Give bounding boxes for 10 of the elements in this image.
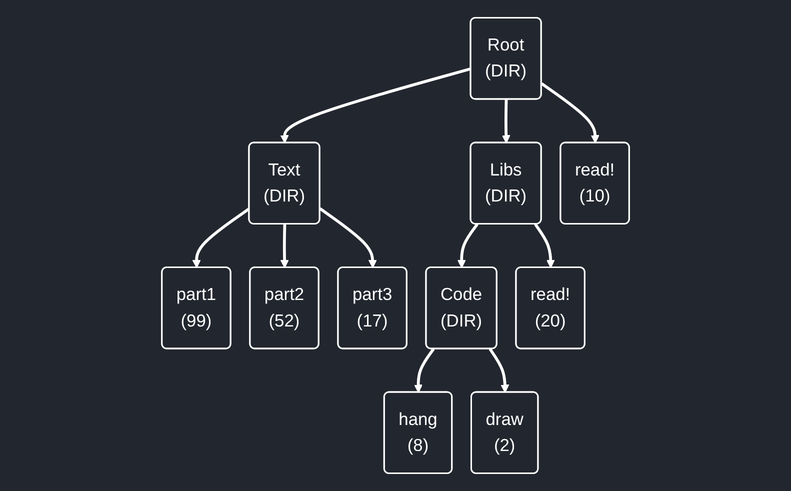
arrow (192, 207, 250, 268)
arrow (457, 223, 478, 268)
arrow (502, 99, 510, 144)
arrow (414, 348, 435, 393)
arrow (488, 348, 510, 393)
arrow (540, 82, 600, 144)
arrow (319, 207, 377, 268)
arrow (534, 223, 555, 268)
arrow (280, 67, 472, 144)
arrow (280, 224, 289, 268)
